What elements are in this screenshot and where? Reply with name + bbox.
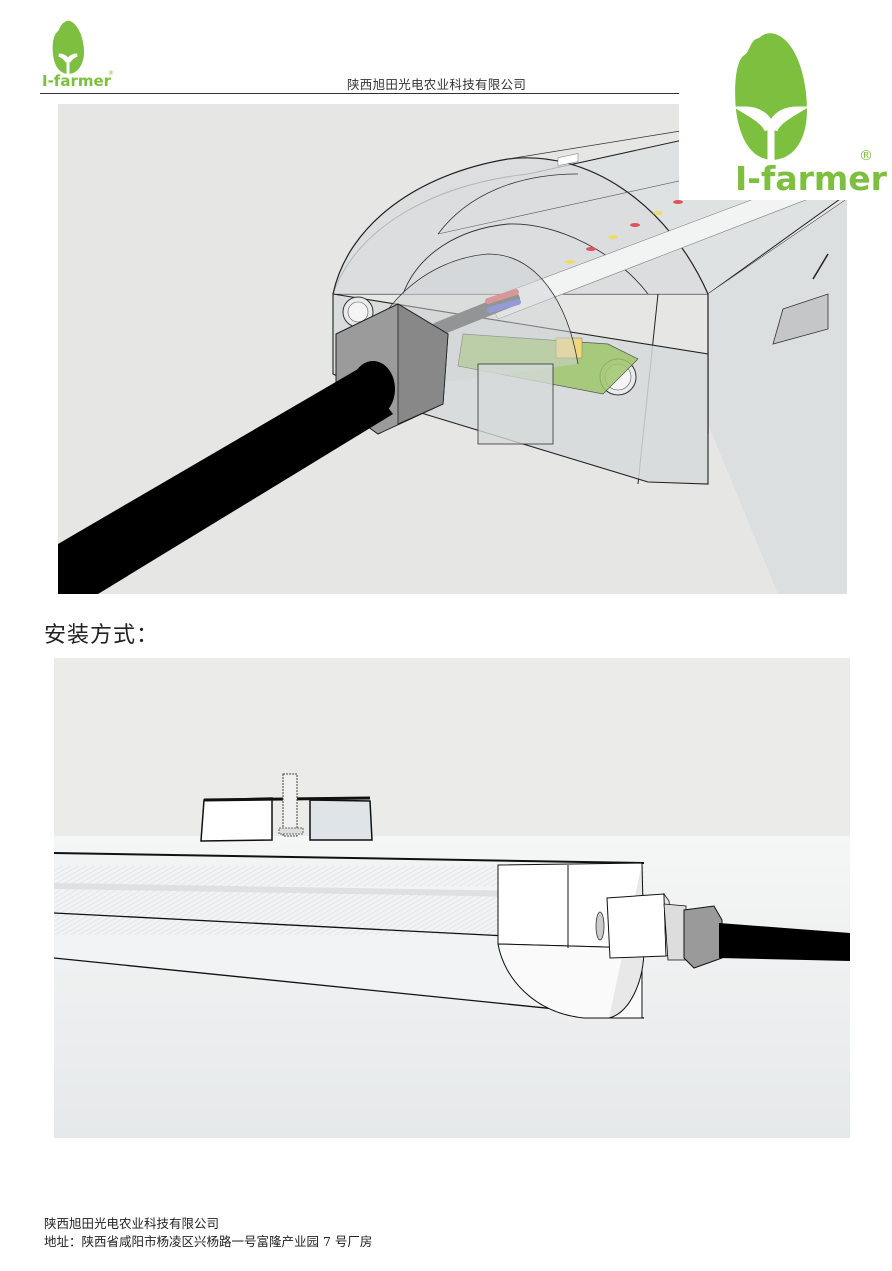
header-logo: I-farmer ® [40, 18, 120, 90]
i-farmer-logo-icon: I-farmer ® [732, 33, 888, 198]
header-divider [40, 93, 680, 94]
led-chips [557, 153, 683, 264]
header-company-name: 陕西旭田光电农业科技有限公司 [347, 77, 527, 92]
svg-text:®: ® [859, 148, 873, 164]
mounting-clip [200, 773, 373, 842]
i-farmer-logo-icon: I-farmer ® [42, 20, 114, 90]
corner-logo: I-farmer ® [679, 30, 892, 200]
section-title-installation: 安装方式： [44, 623, 160, 648]
footer-company-name: 陕西旭田光电农业科技有限公司 [44, 1216, 220, 1231]
svg-text:I-farmer: I-farmer [42, 72, 112, 88]
svg-text:®: ® [108, 70, 114, 77]
footer-address: 地址：陕西省咸阳市杨凌区兴杨路一号富隆产业园 7 号厂房 [44, 1234, 373, 1249]
led-tube-mounting-illustration [54, 658, 850, 1138]
svg-text:I-farmer: I-farmer [735, 159, 888, 198]
